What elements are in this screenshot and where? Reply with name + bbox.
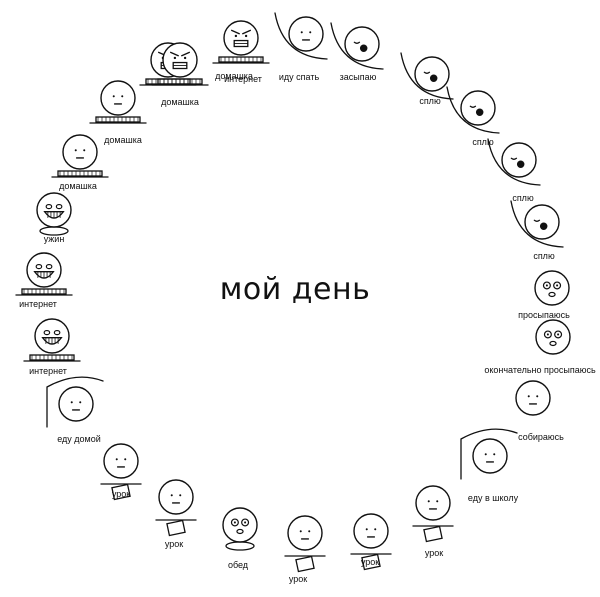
walking-to-bed-icon — [274, 12, 328, 60]
comic-panel: ужин — [36, 192, 72, 244]
sleeping-in-bed-icon — [446, 86, 500, 134]
panel-label: еду в школу — [468, 493, 519, 503]
panel-label: собираюсь — [518, 432, 564, 442]
bus-ride-home-icon — [46, 376, 104, 428]
panel-label: ужин — [44, 234, 65, 244]
sleeping-in-bed-icon — [400, 52, 454, 100]
sleeping-in-bed-icon — [487, 138, 541, 186]
excited-at-computer-icon — [15, 252, 73, 296]
panel-label: обед — [228, 560, 249, 570]
panel-label: урок — [165, 539, 183, 549]
panel-label: сплю — [512, 193, 534, 203]
panel-label: сплю — [419, 96, 441, 106]
comic-panel: обед — [222, 507, 258, 570]
panel-label: интернет — [29, 366, 67, 376]
panel-label: засыпаю — [340, 72, 377, 82]
lesson-desk-icon — [284, 515, 326, 573]
panel-label: интернет — [19, 299, 57, 309]
comic-panel: окончательно просыпаюсь — [484, 319, 596, 375]
comic-panel: сплю — [487, 138, 541, 203]
fully-awake-icon — [535, 319, 571, 355]
comic-panel: интернет — [23, 318, 81, 376]
panel-label: сплю — [533, 251, 555, 261]
comic-panel: сплю — [400, 52, 454, 106]
comic-panel: домашка — [89, 80, 147, 145]
falling-asleep-in-bed-icon — [330, 22, 384, 70]
panel-label: окончательно просыпаюсь — [484, 365, 596, 375]
panel-label: урок — [361, 557, 379, 567]
panel-label: домашка — [161, 97, 199, 107]
waking-up-icon — [534, 270, 570, 306]
comic-panel: сплю — [510, 200, 564, 261]
laughing-at-computer-icon — [23, 318, 81, 362]
lunch-icon — [222, 507, 258, 551]
panel-label: домашка — [59, 181, 97, 191]
panel-label: урок — [289, 574, 307, 584]
comic-panel: просыпаюсь — [518, 270, 570, 320]
panel-label: сплю — [472, 137, 494, 147]
panel-label: урок — [425, 548, 443, 558]
comic-panel: домашка — [51, 134, 109, 191]
sleeping-in-bed-icon — [510, 200, 564, 248]
bus-ride-icon — [460, 428, 518, 480]
dinner-icon — [36, 192, 72, 236]
rage-homework-icon — [151, 42, 209, 86]
comic-panel: урок — [350, 513, 392, 571]
comic-panel: собираюсь — [515, 380, 564, 442]
comic-panel: урок — [284, 515, 326, 584]
comic-panel: сплю — [446, 86, 500, 147]
panel-label: интернет — [224, 74, 262, 84]
lesson-desk-icon — [350, 513, 392, 571]
comic-panel: еду домой — [46, 376, 104, 444]
comic-panel: урок — [155, 479, 197, 549]
homework-icon — [51, 134, 109, 178]
comic-panel: интернет — [212, 20, 270, 84]
comic-panel: интернет — [15, 252, 73, 309]
comic-panel: иду спать — [274, 12, 328, 82]
troll-face-at-computer-icon — [212, 20, 270, 64]
comic-panel: еду в школу — [460, 428, 519, 503]
lesson-desk-icon — [155, 479, 197, 537]
lesson-desk-icon — [412, 485, 454, 543]
panel-label: урок — [112, 489, 130, 499]
panel-label: домашка — [215, 71, 253, 81]
homework-icon — [89, 80, 147, 124]
panel-label: домашка — [104, 135, 142, 145]
comic-panel: урок — [100, 443, 142, 501]
page-title: мой день — [219, 272, 371, 307]
comic-panel: урок — [412, 485, 454, 558]
brushing-teeth-icon — [515, 380, 551, 416]
comic-panel: домашка — [151, 42, 253, 86]
panel-label: еду домой — [57, 434, 101, 444]
comic-panel: засыпаю — [330, 22, 384, 82]
lesson-desk-icon — [100, 443, 142, 501]
panel-label: иду спать — [279, 72, 320, 82]
panel-label: просыпаюсь — [518, 310, 570, 320]
